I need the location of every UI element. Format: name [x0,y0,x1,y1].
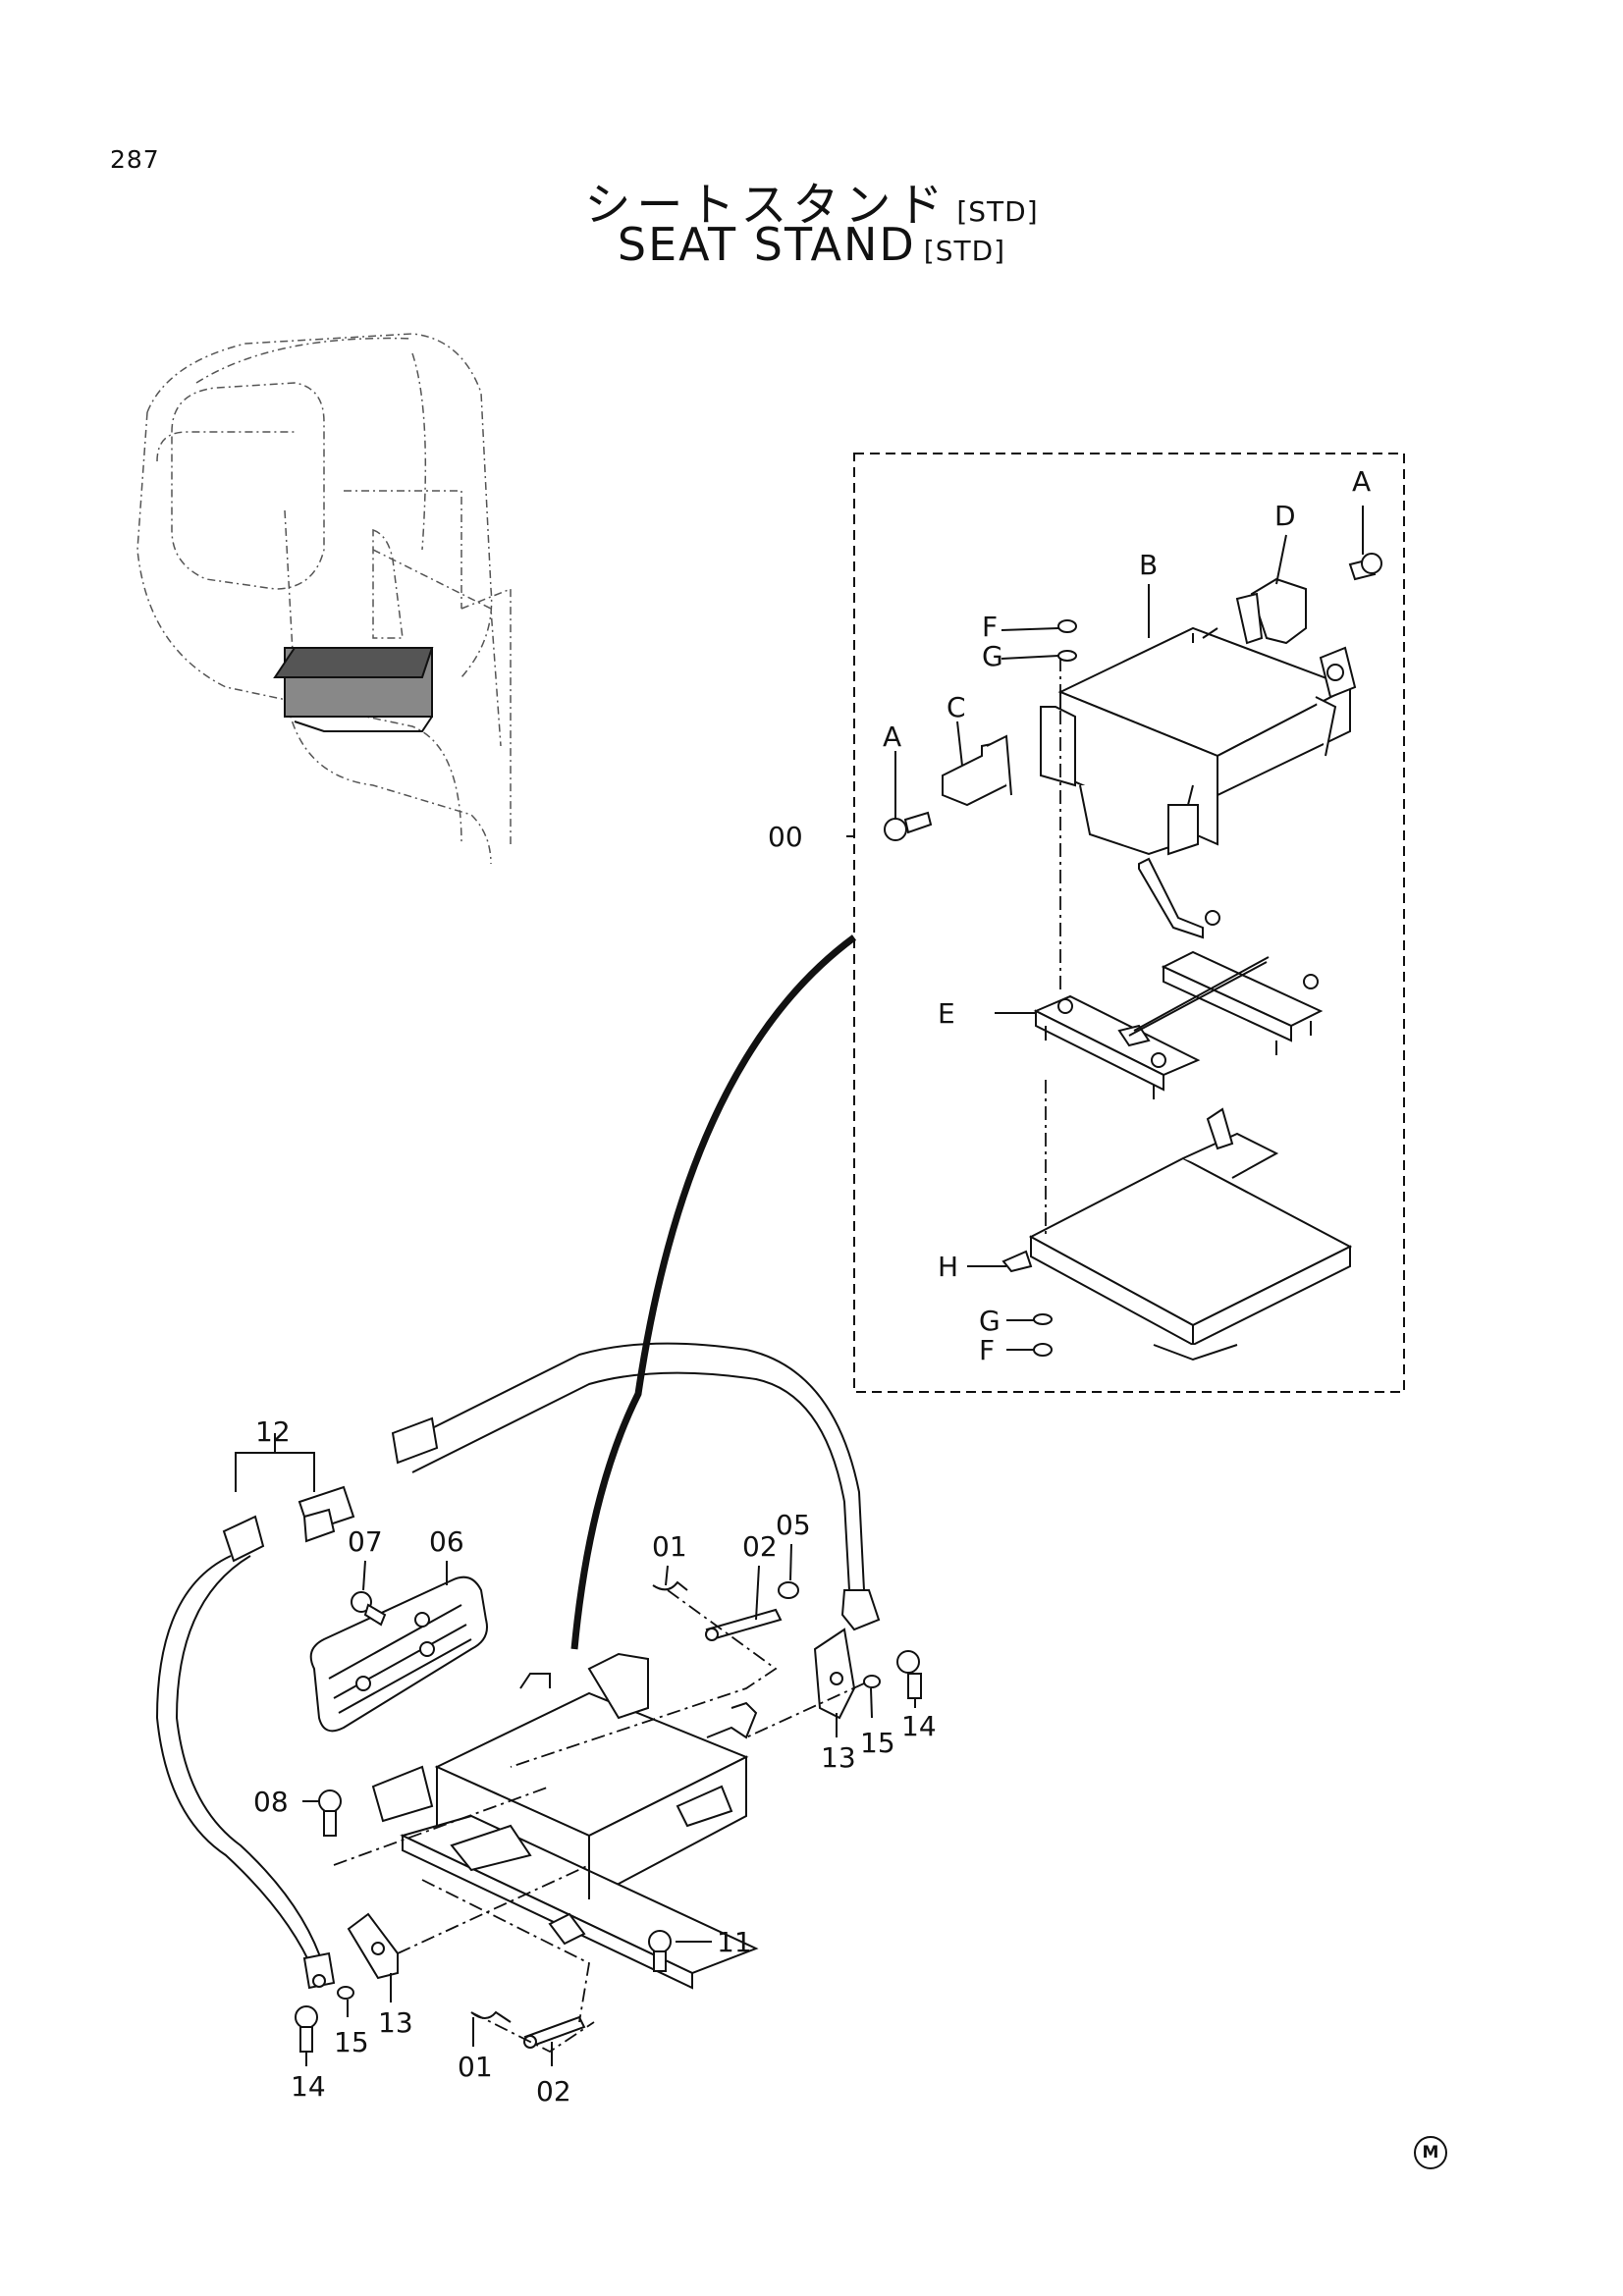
catalog-mark-icon: M [1414,2136,1447,2169]
title-english: SEAT STAND[STD] [0,218,1623,271]
bolt-14-right [896,1650,922,1699]
label-g-lower: G [979,1305,1001,1337]
label-02-upper: 02 [742,1530,778,1563]
label-14-right: 14 [901,1710,937,1742]
cab-overview-illustration [136,333,512,865]
label-e: E [938,997,955,1030]
bolt-a-upper [1348,553,1382,581]
label-07: 07 [348,1525,383,1558]
alignment-centerline [1045,658,1061,1237]
title-japanese: シートスタンド[STD] [0,167,1623,235]
bolt-a-left [884,811,933,841]
base-plate-h [1001,1107,1353,1362]
label-12: 12 [255,1415,291,1448]
seat-belt-12 [155,1342,881,1990]
label-05: 05 [776,1509,811,1541]
washer-g-lower [1033,1313,1053,1325]
assembly-leader-lines [846,506,1364,1351]
label-13-left: 13 [378,2006,413,2039]
pin-01-lower [470,2010,512,2023]
label-f-upper: F [982,611,998,643]
label-01-lower: 01 [458,2051,493,2083]
label-a-upper: A [1352,465,1371,498]
bracket-d [1235,577,1307,645]
slide-rail-e [1033,857,1324,1099]
label-02-lower: 02 [536,2075,571,2108]
label-13-right: 13 [821,1741,856,1774]
cover-06 [309,1575,488,1733]
title-jp-tag: [STD] [956,195,1039,228]
bracket-13-left [347,1912,399,1980]
assembly-callout-curve [570,934,857,1650]
label-b: B [1139,549,1158,581]
title-jp-text: シートスタンド [584,179,949,233]
label-00: 00 [768,821,803,853]
label-11: 11 [717,1926,752,1958]
bolt-14-left [295,2005,318,2053]
nut-f-lower [1033,1343,1053,1357]
label-15-left: 15 [334,2026,369,2058]
label-a-left: A [883,721,901,753]
label-g-upper: G [982,640,1003,672]
washer-15-right [863,1675,881,1688]
bracket-c [942,734,1012,807]
main-assembly-guides [333,1589,865,2054]
label-14-left: 14 [291,2070,326,2103]
label-d: D [1274,500,1296,532]
seat-stand-assembly-frame [853,453,1405,1393]
pin-01-upper [652,1580,688,1591]
title-en-tag: [STD] [923,235,1006,267]
bolt-11 [648,1930,672,1972]
bracket-13-right [813,1628,856,1720]
bolt-07 [351,1591,387,1627]
label-c: C [947,691,966,723]
seat-location-highlight [273,647,434,732]
washer-05 [778,1581,799,1599]
washer-15-left [337,1986,354,2000]
bolt-08 [318,1789,342,1837]
part-leader-lines [274,1443,916,2066]
label-01-upper: 01 [652,1530,687,1563]
label-06: 06 [429,1525,464,1558]
title-en-text: SEAT STAND [617,218,916,271]
callout-labels: A A B C D E F F G G H 00 01 01 02 02 05 … [253,465,1371,2108]
upper-frame-b [1040,626,1357,856]
label-f-lower: F [979,1334,995,1366]
label-h: H [938,1251,958,1283]
label-08: 08 [253,1786,289,1818]
label-15-right: 15 [860,1727,895,1759]
page-number: 287 [110,145,160,174]
pin-02-lower [523,2015,586,2049]
pin-02-upper [705,1608,783,1641]
nut-f-upper [1057,619,1077,633]
